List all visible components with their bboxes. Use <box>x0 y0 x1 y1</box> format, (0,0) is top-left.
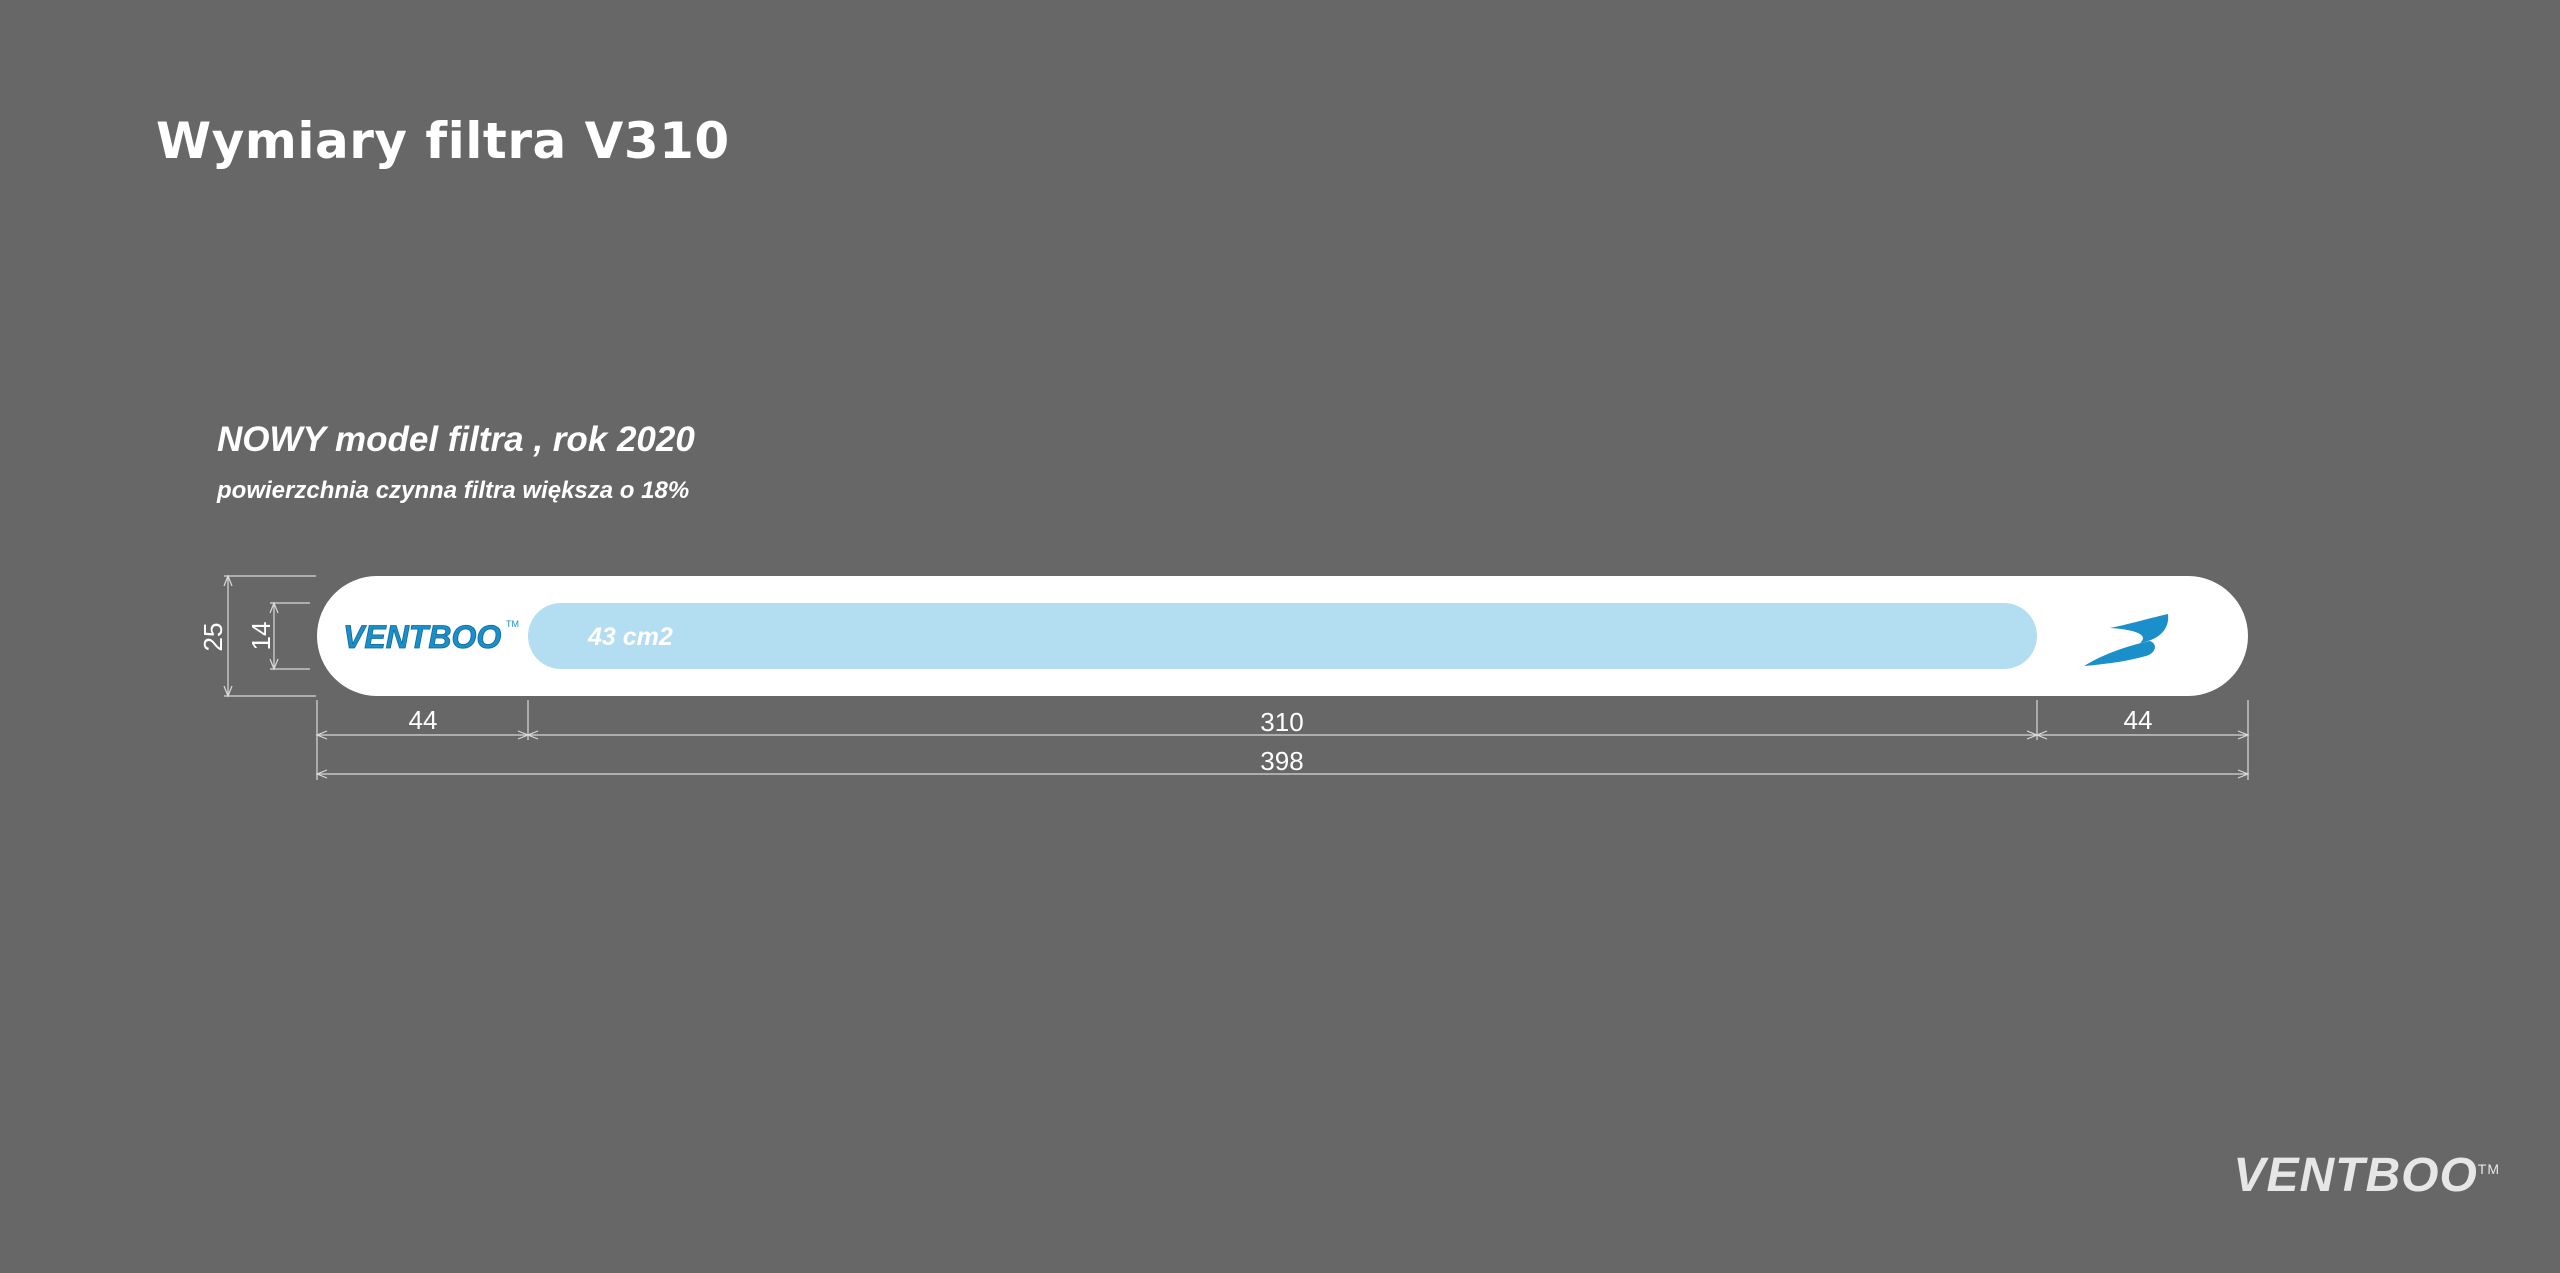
dim-height-inner-label: 14 <box>246 622 276 651</box>
footer-logo-text: VENTBOO <box>2233 1149 2478 1202</box>
dim-horizontal-lines <box>315 700 2250 780</box>
swoosh-icon <box>2084 614 2169 666</box>
footer-logo-tm: TM <box>2477 1161 2500 1177</box>
dim-left-margin-label: 44 <box>409 705 438 735</box>
area-note: powierzchnia czynna filtra większa o 18% <box>217 477 690 504</box>
dim-height-outer-label: 25 <box>198 623 228 652</box>
model-subtitle: NOWY model filtra , rok 2020 <box>217 420 695 459</box>
footer-logo: VENTBOOTM <box>2233 1148 2500 1203</box>
page-title: Wymiary filtra V310 <box>156 112 730 170</box>
dim-height-inner <box>269 601 310 671</box>
filter-logo-tm: TM <box>506 619 519 629</box>
filter-logo: VENTBOO <box>343 619 501 655</box>
active-area-label: 43 cm2 <box>587 623 673 651</box>
active-area <box>528 603 2037 669</box>
dim-height-outer <box>223 574 316 698</box>
dim-right-margin-label: 44 <box>2124 705 2153 735</box>
dim-total-width-label: 398 <box>1260 746 1303 776</box>
dim-center-width-label: 310 <box>1260 707 1303 737</box>
